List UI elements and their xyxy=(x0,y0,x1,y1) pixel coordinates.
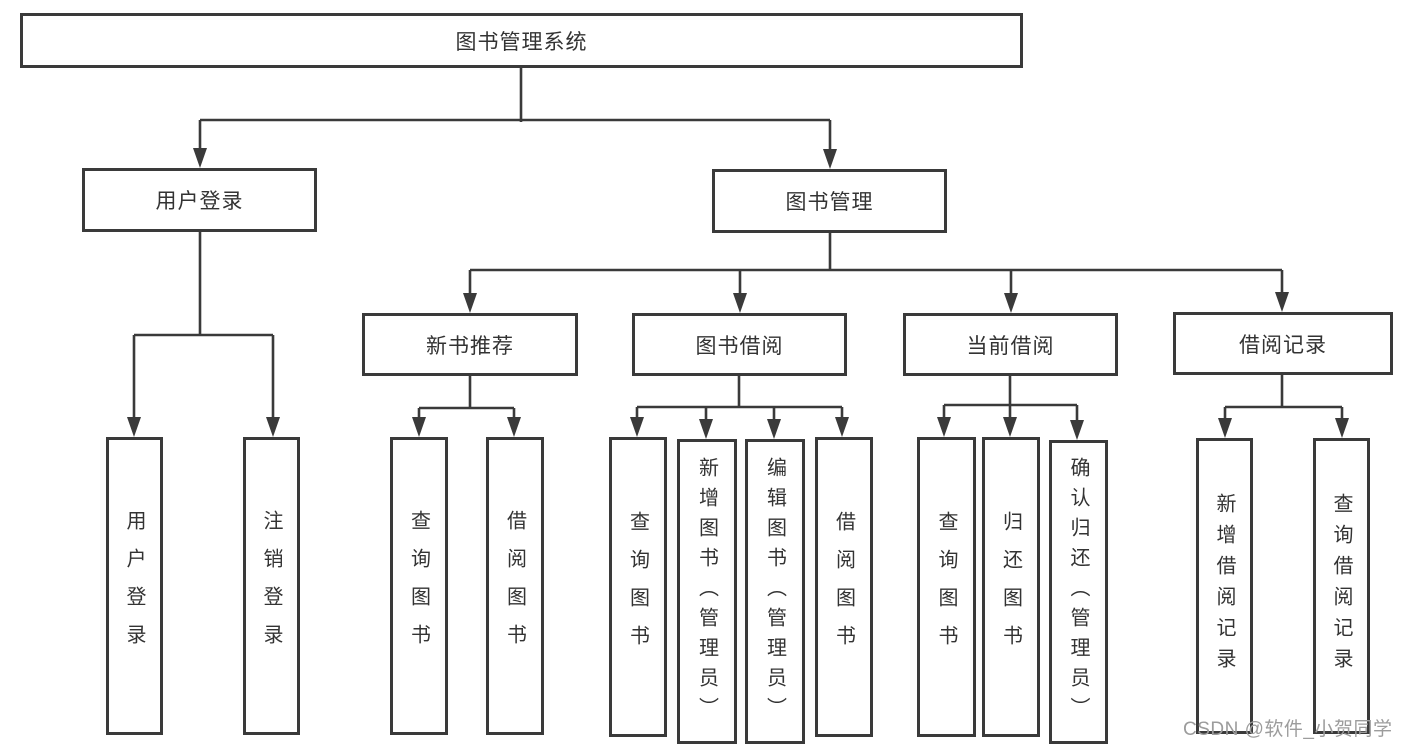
watermark: CSDN @软件_小贺同学 xyxy=(1183,719,1393,740)
branch-book-borrow-lines xyxy=(635,376,844,423)
node-root: 图书管理系统 xyxy=(20,13,1023,68)
arrow-down-icons xyxy=(127,148,1349,440)
leaf-records-query: 查询借阅记录 xyxy=(1313,438,1370,734)
node-book-management: 图书管理 xyxy=(712,169,947,233)
leaf-borrow-edit-admin: 编辑图书（管理员） xyxy=(745,439,805,744)
leaf-current-confirm-admin: 确认归还（管理员） xyxy=(1049,440,1108,744)
branch-current-borrow-lines xyxy=(942,376,1079,424)
branch-user-login-lines xyxy=(132,232,275,421)
node-current-borrow: 当前借阅 xyxy=(903,313,1118,376)
node-new-books: 新书推荐 xyxy=(362,313,578,376)
leaf-newbooks-query: 查询图书 xyxy=(390,437,448,735)
node-user-login: 用户登录 xyxy=(82,168,317,232)
leaf-newbooks-borrow: 借阅图书 xyxy=(486,437,544,735)
branch-root-lines xyxy=(198,68,832,153)
node-book-borrow: 图书借阅 xyxy=(632,313,847,376)
leaf-current-query: 查询图书 xyxy=(917,437,976,737)
leaf-borrow-borrow: 借阅图书 xyxy=(815,437,873,737)
branch-book-management-lines xyxy=(468,233,1284,297)
leaf-logout: 注销登录 xyxy=(243,437,300,735)
leaf-borrow-add-admin: 新增图书（管理员） xyxy=(677,439,737,744)
leaf-records-add: 新增借阅记录 xyxy=(1196,438,1253,734)
node-borrow-records: 借阅记录 xyxy=(1173,312,1393,375)
leaf-user-login: 用户登录 xyxy=(106,437,163,735)
leaf-borrow-query: 查询图书 xyxy=(609,437,667,737)
branch-new-books-lines xyxy=(417,376,516,421)
branch-borrow-records-lines xyxy=(1223,375,1344,422)
leaf-current-return: 归还图书 xyxy=(982,437,1040,737)
